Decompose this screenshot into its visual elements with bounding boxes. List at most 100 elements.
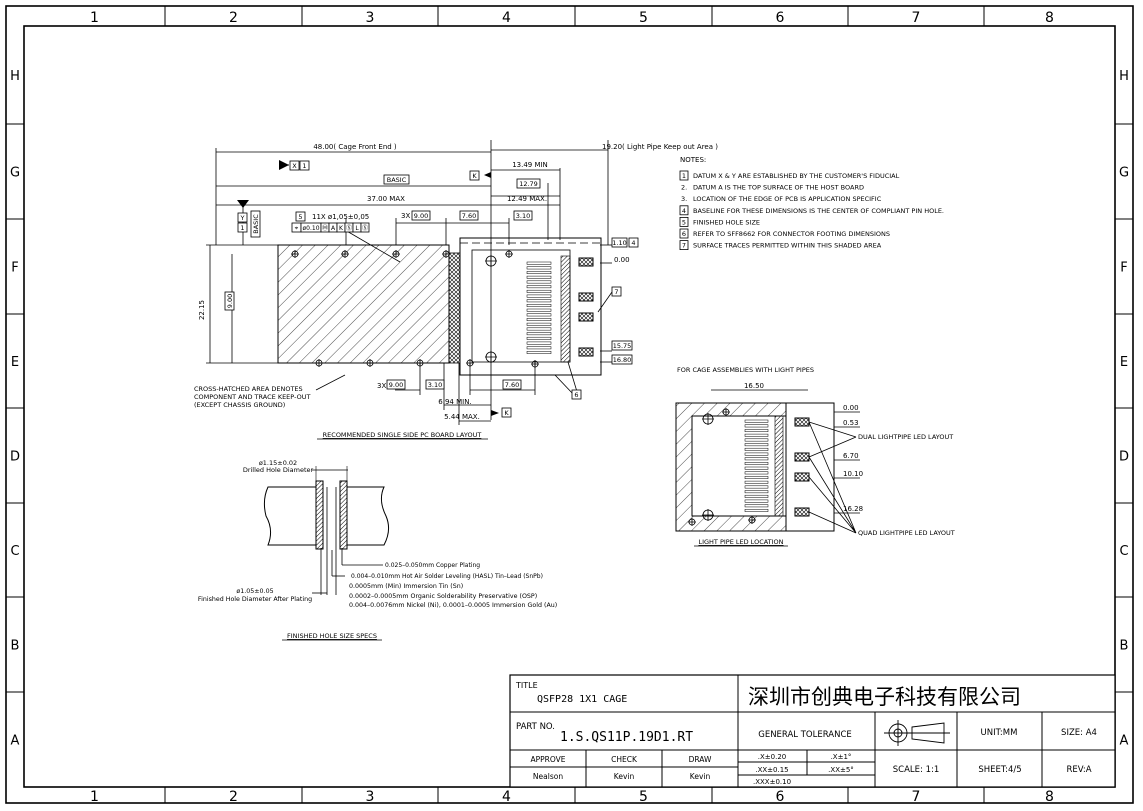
lp-caption: LIGHT PIPE LED LOCATION [698, 538, 783, 546]
approve-name: Nealson [533, 772, 563, 781]
dim-900-box-text: 9.00 [226, 294, 234, 308]
hole-spec-caption: FINISHED HOLE SIZE SPECS [287, 632, 377, 640]
dim-3700: 37.00 MAX [367, 195, 405, 203]
connector-pin [744, 509, 769, 512]
bottom-dim-310-box-text: 3.10 [428, 381, 442, 389]
note-number: 5 [682, 218, 686, 226]
grid-row-label: B [11, 639, 20, 654]
bottom-dim-760-box-text: 7.60 [505, 381, 519, 389]
dim-544: 5.44 MAX. [444, 413, 480, 421]
connector-pin [744, 429, 769, 432]
fcf-cell: Ⓢ [362, 224, 368, 232]
grid-row-label: A [11, 734, 20, 749]
connector-pin [526, 336, 552, 340]
mounting-hole [392, 250, 400, 258]
connector-pin [744, 457, 769, 461]
keepout-area [277, 244, 450, 364]
datum-k-box-text: K [504, 409, 509, 417]
top-pitch-box-text: 9.00 [414, 212, 428, 220]
note-ref-6-box-text: 6 [574, 391, 578, 399]
note-number: 3. [681, 195, 687, 203]
grid-column-label: 6 [776, 10, 785, 26]
tol-ang1: .X±1° [831, 753, 852, 761]
bottom-pitch-box-text: 9.00 [389, 381, 403, 389]
connector-pin [744, 452, 769, 456]
dim-cage-front-end: 48.00( Cage Front End ) [313, 143, 397, 151]
part-value: 1.S.QS11P.19D1.RT [560, 730, 693, 745]
plating-line-4: 0.0002–0.0005mm Organic Solderability Pr… [349, 593, 537, 600]
connector-pin [744, 499, 769, 503]
finished-dia: ø1.05±0.05 [236, 588, 273, 595]
unit: UNIT:MM [981, 728, 1018, 738]
lp-hole [702, 413, 714, 425]
note-text: SURFACE TRACES PERMITTED WITHIN THIS SHA… [693, 242, 882, 250]
grid-row-label: E [1120, 355, 1128, 370]
dim-694: 6.94 MIN. [438, 398, 471, 406]
lp-connector-pins [744, 419, 769, 512]
company-name: 深圳市创典电子科技有限公司 [748, 685, 1021, 709]
mounting-hole [315, 359, 323, 367]
datum-y-box: Y [237, 212, 248, 223]
connector-pin [526, 304, 552, 307]
crosshatch-strip [448, 252, 461, 364]
connector-pin [744, 433, 769, 437]
connector-pin [744, 480, 769, 484]
dim-1680-box-text: 16.80 [613, 356, 632, 364]
datum-k-box: K [501, 407, 512, 418]
note-ref-6-box: 6 [571, 389, 582, 400]
grid-row-label: G [10, 166, 20, 181]
tol-ang2: .XX±5° [828, 766, 854, 774]
note-ref-5-box: 5 [295, 211, 306, 222]
drilled-dia: ø1.15±0.02 [259, 459, 297, 467]
top-dim-760-box: 7.60 [459, 210, 479, 221]
basic-vertical-box: BASIC [250, 210, 261, 238]
lp-led-pad [794, 452, 810, 462]
grid-column-label: 3 [366, 789, 375, 805]
grid-column-label: 7 [912, 789, 921, 805]
note-number: 1 [682, 172, 686, 180]
dim-light-pipe-keepout: 19.20( Light Pipe Keep out Area ) [602, 143, 718, 151]
bottom-dim-760-box: 7.60 [502, 379, 522, 390]
top-dim-760-box-text: 7.60 [462, 212, 476, 220]
grid-column-label: 4 [502, 789, 511, 805]
connector-pin [526, 313, 552, 317]
note-ref-4-box: 4 [628, 237, 639, 248]
finished-label: Finished Hole Diameter After Plating [198, 596, 312, 603]
mounting-hole [442, 250, 450, 258]
connector-pin [744, 462, 769, 465]
tol-xx: .XX±0.15 [755, 766, 788, 774]
basic-vertical-box-text: BASIC [252, 214, 260, 234]
fcf-cell: ⌖ [295, 225, 299, 232]
note-item: 3.LOCATION OF THE EDGE OF PCB IS APPLICA… [681, 195, 882, 203]
note-text: DATUM A IS THE TOP SURFACE OF THE HOST B… [693, 184, 864, 192]
dim-110-box: 1.10 [611, 237, 628, 248]
connector-pin [526, 327, 552, 331]
lp-led-pad [794, 472, 810, 482]
fcf-cell: Ⓢ [346, 224, 352, 232]
tol-xxx: .XXX±0.10 [753, 778, 791, 786]
lp-led-pad [794, 507, 810, 517]
datum-x-box: X [289, 160, 300, 171]
grid-column-label: 5 [639, 10, 648, 26]
projection-symbol-icon [884, 720, 950, 746]
dim-1349: 13.49 MIN [512, 161, 548, 169]
dim-1575-box: 15.75 [611, 340, 633, 351]
connector-pin [744, 447, 769, 451]
grid-row-label: E [11, 355, 19, 370]
lp-hole [702, 509, 714, 521]
top-dim-310-box: 3.10 [513, 210, 533, 221]
note-number: 2. [681, 184, 687, 192]
grid-row-label: C [10, 544, 19, 559]
light-pipe-header: FOR CAGE ASSEMBLIES WITH LIGHT PIPES [677, 366, 814, 374]
datum-k-box: K [469, 170, 480, 181]
lp-hole [748, 516, 756, 524]
connector-pin [744, 504, 769, 508]
datum-x-box-text: X [292, 162, 297, 170]
note-text: BASELINE FOR THESE DIMENSIONS IS THE CEN… [693, 207, 944, 215]
